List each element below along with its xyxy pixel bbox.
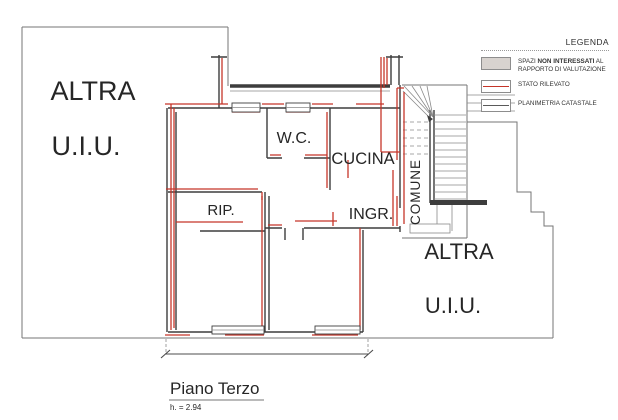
- legend-item1-line2: RAPPORTO DI VALUTAZIONE: [518, 66, 606, 74]
- legend-item-stato-rilevato: STATO RILEVATO: [481, 80, 609, 94]
- legend-swatch-black-line-icon: [481, 99, 511, 113]
- dimension-line: [160, 339, 374, 359]
- legend-item-spazi-non-interessati: SPAZI NON INTERESSATI AL RAPPORTO DI VAL…: [481, 57, 609, 74]
- legend-title: LEGENDA: [481, 37, 609, 51]
- floor-height-note: h. = 2.94: [170, 403, 202, 412]
- floor-title: Piano Terzo: [170, 379, 259, 398]
- label-wc: W.C.: [277, 130, 312, 147]
- staircase: [402, 85, 487, 234]
- windows: [211, 102, 361, 335]
- label-altra-right-1: ALTRA: [424, 239, 494, 264]
- legend-item1-bold: NON INTERESSATI: [537, 58, 595, 65]
- rilevato-walls: [165, 57, 405, 336]
- legend-item3-label: PLANIMETRIA CATASTALE: [518, 100, 597, 108]
- legend-item1-pre: SPAZI: [518, 58, 538, 65]
- catastale-walls: [166, 55, 403, 333]
- room-labels: ALTRA U.I.U. W.C. CUCINA RIP. INGR. COMU…: [50, 76, 493, 318]
- legend-item1-post: AL: [594, 58, 604, 65]
- label-altra-left-2: U.I.U.: [51, 131, 120, 161]
- label-comune: COMUNE: [408, 159, 423, 225]
- label-altra-right-2: U.I.U.: [425, 293, 481, 318]
- title-block: Piano Terzo h. = 2.94: [169, 379, 264, 412]
- boundary-lines: [21, 26, 554, 339]
- legend-swatch-red-line-icon: [481, 80, 511, 94]
- legend: LEGENDA SPAZI NON INTERESSATI AL RAPPORT…: [481, 37, 609, 113]
- label-rip: RIP.: [207, 202, 234, 219]
- legend-item2-label: STATO RILEVATO: [518, 81, 570, 89]
- label-ingr: INGR.: [349, 206, 393, 223]
- label-altra-left-1: ALTRA: [50, 76, 135, 106]
- legend-item1-label: SPAZI NON INTERESSATI AL RAPPORTO DI VAL…: [518, 57, 606, 74]
- label-cucina: CUCINA: [331, 150, 394, 168]
- legend-item-planimetria-catastale: PLANIMETRIA CATASTALE: [481, 99, 609, 113]
- legend-swatch-gray-fill-icon: [481, 57, 511, 70]
